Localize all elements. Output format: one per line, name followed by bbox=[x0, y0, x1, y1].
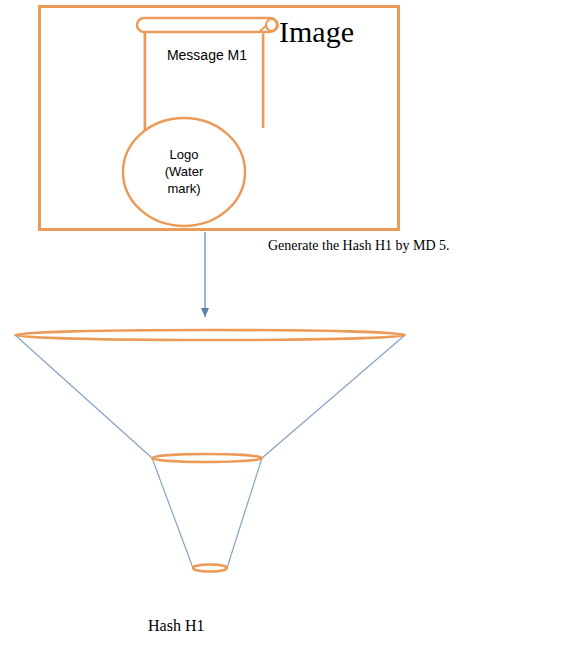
logo-circle: Logo (Water mark) bbox=[121, 116, 247, 228]
node-label: Logo (Water mark) bbox=[155, 147, 213, 198]
edge-label: Generate the Hash H1 by MD 5. bbox=[268, 238, 450, 254]
node-label: Image bbox=[279, 12, 354, 51]
funnel-outline bbox=[10, 318, 410, 648]
node-label: Message M1 bbox=[157, 46, 257, 64]
node-label: Hash H1 bbox=[148, 616, 204, 637]
image-frame: ImageMessage M1 Logo (Water mark) bbox=[38, 5, 400, 231]
hash-funnel: Hash H1 bbox=[10, 318, 410, 648]
flow-arrow bbox=[204, 232, 205, 317]
